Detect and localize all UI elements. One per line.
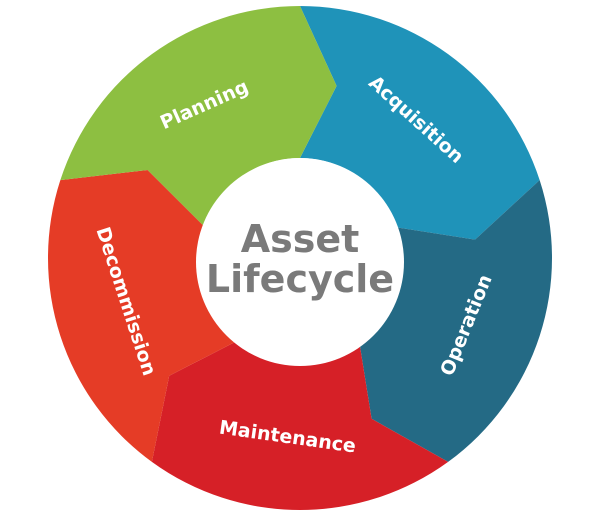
segment-operation xyxy=(358,180,553,462)
center-circle xyxy=(196,158,404,366)
segment-acquisition xyxy=(300,6,540,240)
segments-group xyxy=(47,6,553,511)
segment-planning xyxy=(60,6,337,228)
segment-decommission xyxy=(47,170,242,462)
center-title-line2: Lifecycle xyxy=(206,257,394,301)
center-title-line1: Asset xyxy=(241,217,360,261)
segment-maintenance xyxy=(151,338,449,511)
